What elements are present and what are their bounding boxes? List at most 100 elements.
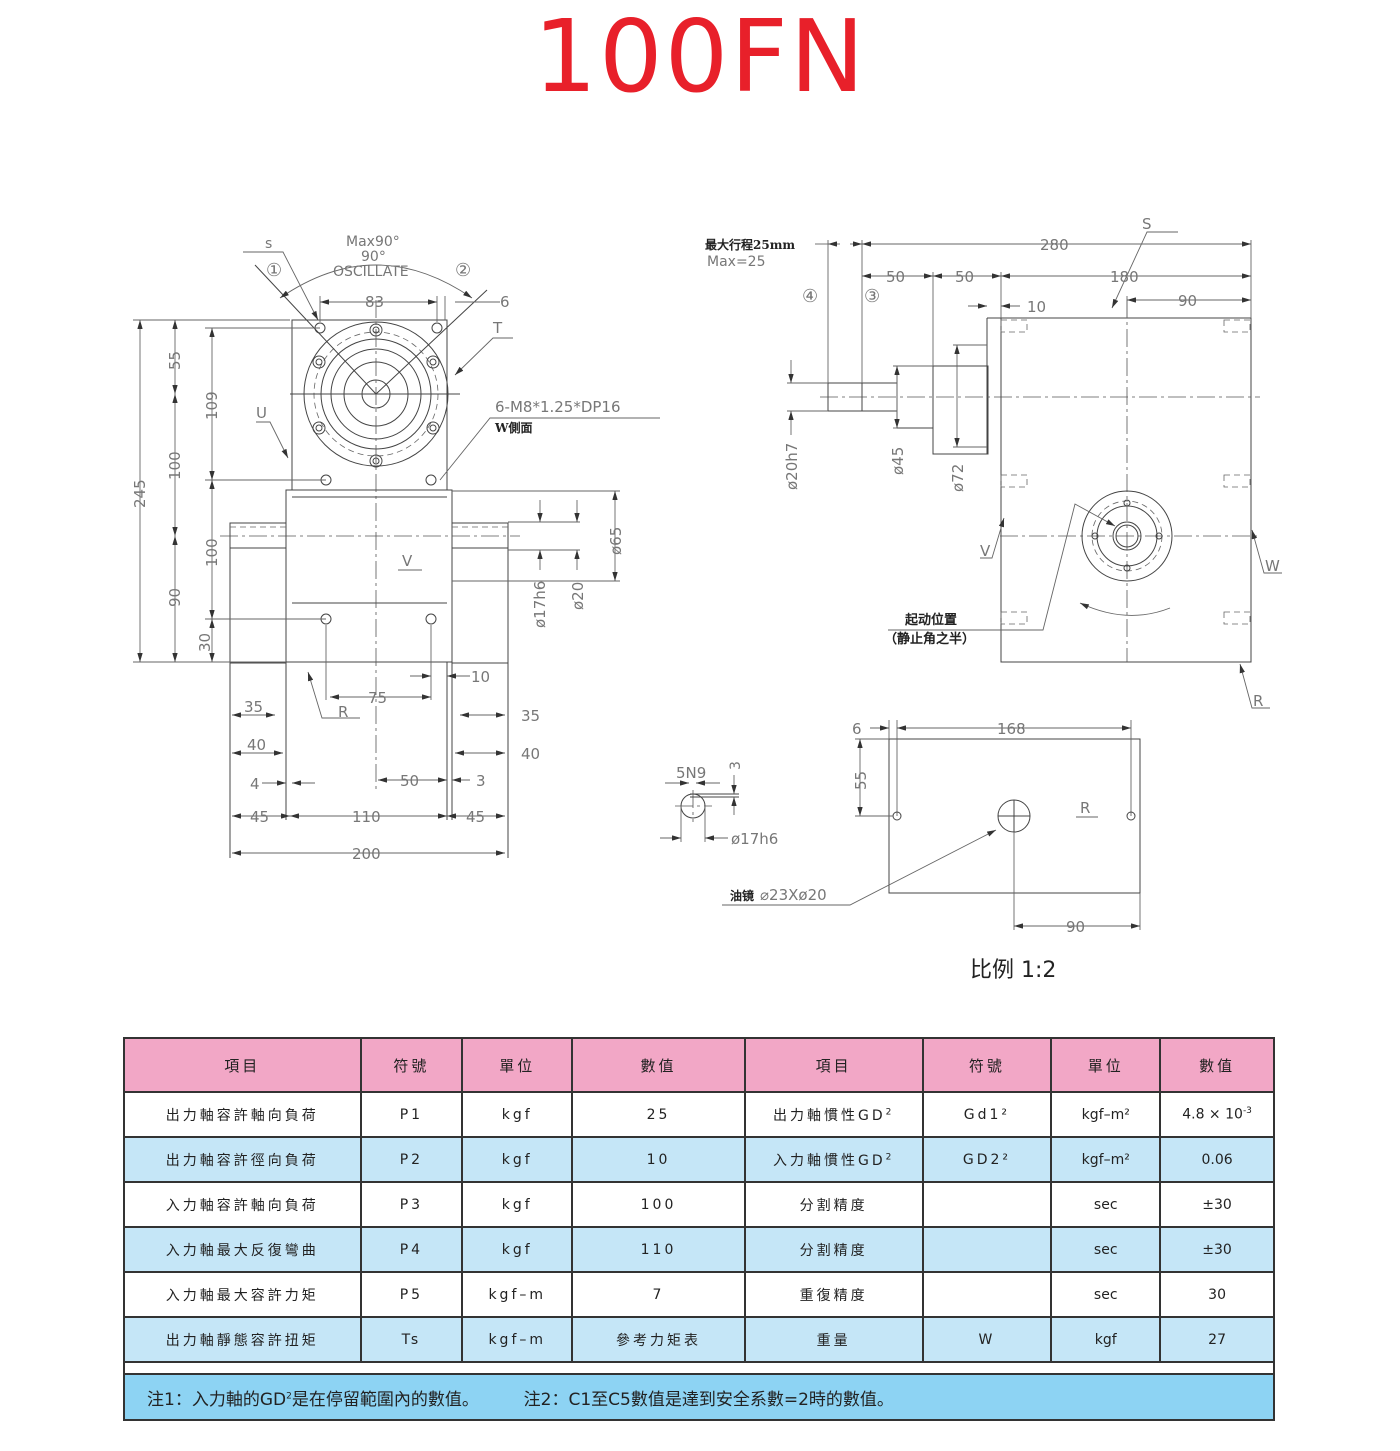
unit-cell: kgf–m [461, 1271, 574, 1318]
header-value: 數值 [571, 1037, 746, 1093]
symbol2-cell [921, 1181, 1053, 1228]
dim-55-bottom: 55 [852, 771, 870, 790]
header-symbol-2: 符號 [921, 1037, 1053, 1093]
oil-sight-label: 油镜 [730, 888, 754, 903]
page-title: 100FN [533, 0, 867, 115]
oil-sight-spec: ⌀23Xø20 [760, 886, 827, 904]
dim-200: 200 [352, 845, 381, 863]
max-stroke-label: 最大行程25mm [705, 237, 795, 252]
dim-6-bottom: 6 [852, 720, 862, 738]
dim-45-left: 45 [250, 808, 269, 826]
item2-text: 出力軸慣性GD [772, 1107, 886, 1124]
item-cell: 出力軸容許軸向負荷 [123, 1091, 362, 1138]
dim-phi17h6: ø17h6 [531, 581, 549, 628]
value-cell: 7 [571, 1271, 746, 1318]
dim-110: 110 [352, 808, 381, 826]
item-cell: 出力軸容許徑向負荷 [123, 1136, 362, 1183]
symbol-cell: P1 [359, 1091, 464, 1138]
label-S: S [1142, 215, 1152, 233]
label-circle-4: ④ [802, 286, 818, 307]
table-row: 入力軸容許軸向負荷 P3 kgf 100 分割精度 sec ±30 [123, 1181, 1275, 1228]
header-item-2: 項目 [743, 1037, 924, 1093]
note-1-suffix: 是在停留範圍內的數值。 [291, 1389, 479, 1410]
label-R-side: R [1253, 692, 1263, 710]
dim-50: 50 [400, 772, 419, 790]
tap-spec: 6-M8*1.25*DP16 [495, 398, 621, 416]
table-header-row: 項目 符號 單位 數值 項目 符號 單位 數值 [123, 1037, 1275, 1093]
dim-100b: 100 [203, 538, 221, 567]
dim-35-right: 35 [521, 707, 540, 725]
unit-cell: kgf [461, 1136, 574, 1183]
symbol-cell: P5 [359, 1271, 464, 1318]
dim-50b: 50 [955, 268, 974, 286]
item-cell: 出力軸靜態容許扭矩 [123, 1316, 362, 1363]
value2-cell: 0.06 [1159, 1136, 1275, 1183]
scale-label: 比例 1:2 [970, 958, 1057, 983]
bottom-view: 6 168 55 90 R 油镜 ⌀23Xø20 [722, 720, 1141, 936]
value2-cell: ±30 [1159, 1226, 1275, 1273]
dim-phi20: ø20 [569, 582, 587, 610]
table-row: 入力軸最大容許力矩 P5 kgf–m 7 重復精度 sec 30 [123, 1271, 1275, 1318]
dim-35-left: 35 [244, 698, 263, 716]
item2-cell: 重復精度 [743, 1271, 924, 1318]
unit2-cell: kgf [1050, 1316, 1162, 1363]
label-circle-2: ② [455, 260, 471, 281]
symbol2-cell: Gd1² [921, 1091, 1053, 1138]
value-cell: 25 [571, 1091, 746, 1138]
symbol-cell: P3 [359, 1181, 464, 1228]
unit2-cell: kgf–m² [1050, 1136, 1162, 1183]
dim-4: 4 [250, 775, 260, 793]
dim-90-side: 90 [1178, 292, 1197, 310]
table-row: 出力軸靜態容許扭矩 Ts kgf–m 參考力矩表 重量 W kgf 27 [123, 1316, 1275, 1363]
key-depth: 3 [728, 761, 744, 770]
dim-75: 75 [368, 689, 387, 707]
unit2-cell: sec [1050, 1181, 1162, 1228]
item2-cell: 分割精度 [743, 1226, 924, 1273]
dim-10: 10 [471, 668, 490, 686]
table-note-row: 注1：入力軸的GD2是在停留範圍內的數值。 注2：C1至C5數值是達到安全系數=… [123, 1373, 1275, 1421]
label-circle-1: ① [266, 260, 282, 281]
item2-text: 入力軸慣性GD [772, 1152, 886, 1169]
key-width: 5N9 [676, 764, 706, 782]
side-view: 最大行程25mm Max=25 ④ ③ S V W R 起动位置 （静止角之半）… [705, 215, 1282, 710]
front-view: s ① ② Max90° 90° OSCILLATE T U V R 6-M8*… [131, 234, 660, 863]
label-angle: 90° [361, 249, 386, 265]
item2-cell: 重量 [743, 1316, 924, 1363]
dim-3: 3 [476, 772, 486, 790]
symbol-cell: Ts [359, 1316, 464, 1363]
item-cell: 入力軸容許軸向負荷 [123, 1181, 362, 1228]
dim-phi20h7: ø20h7 [783, 443, 801, 490]
key-shaft-dia: ø17h6 [731, 830, 778, 848]
dim-109: 109 [203, 391, 221, 420]
dim-280: 280 [1040, 236, 1069, 254]
dim-phi45: ø45 [889, 447, 907, 475]
header-unit-2: 單位 [1050, 1037, 1162, 1093]
unit-cell: kgf [461, 1226, 574, 1273]
value2-cell: 30 [1159, 1271, 1275, 1318]
header-symbol: 符號 [359, 1037, 464, 1093]
item2-sup: 2 [885, 1106, 895, 1117]
unit2-cell: kgf–m² [1050, 1091, 1162, 1138]
dim-40-left: 40 [247, 736, 266, 754]
label-W: W [1265, 557, 1280, 575]
label-V-side: V [980, 542, 991, 560]
label-U: U [256, 404, 267, 422]
dim-168: 168 [997, 720, 1026, 738]
tap-side: W側面 [494, 420, 532, 435]
dim-100a: 100 [166, 451, 184, 480]
gap-cell [123, 1361, 1275, 1375]
symbol-cell: P4 [359, 1226, 464, 1273]
value2-cell: 27 [1159, 1316, 1275, 1363]
spec-table: 項目 符號 單位 數值 項目 符號 單位 數值 出力軸容許軸向負荷 P1 kgf… [123, 1037, 1275, 1421]
value-cell: 100 [571, 1181, 746, 1228]
header-unit: 單位 [461, 1037, 574, 1093]
label-T: T [492, 319, 503, 337]
label-R-bottom: R [1080, 799, 1090, 817]
dim-55: 55 [166, 351, 184, 370]
symbol2-cell: W [921, 1316, 1053, 1363]
item2-cell: 入力軸慣性GD2 [743, 1136, 924, 1183]
unit-cell: kgf [461, 1091, 574, 1138]
item-cell: 入力軸最大容許力矩 [123, 1271, 362, 1318]
value-cell: 10 [571, 1136, 746, 1183]
table-gap-row [123, 1361, 1275, 1375]
